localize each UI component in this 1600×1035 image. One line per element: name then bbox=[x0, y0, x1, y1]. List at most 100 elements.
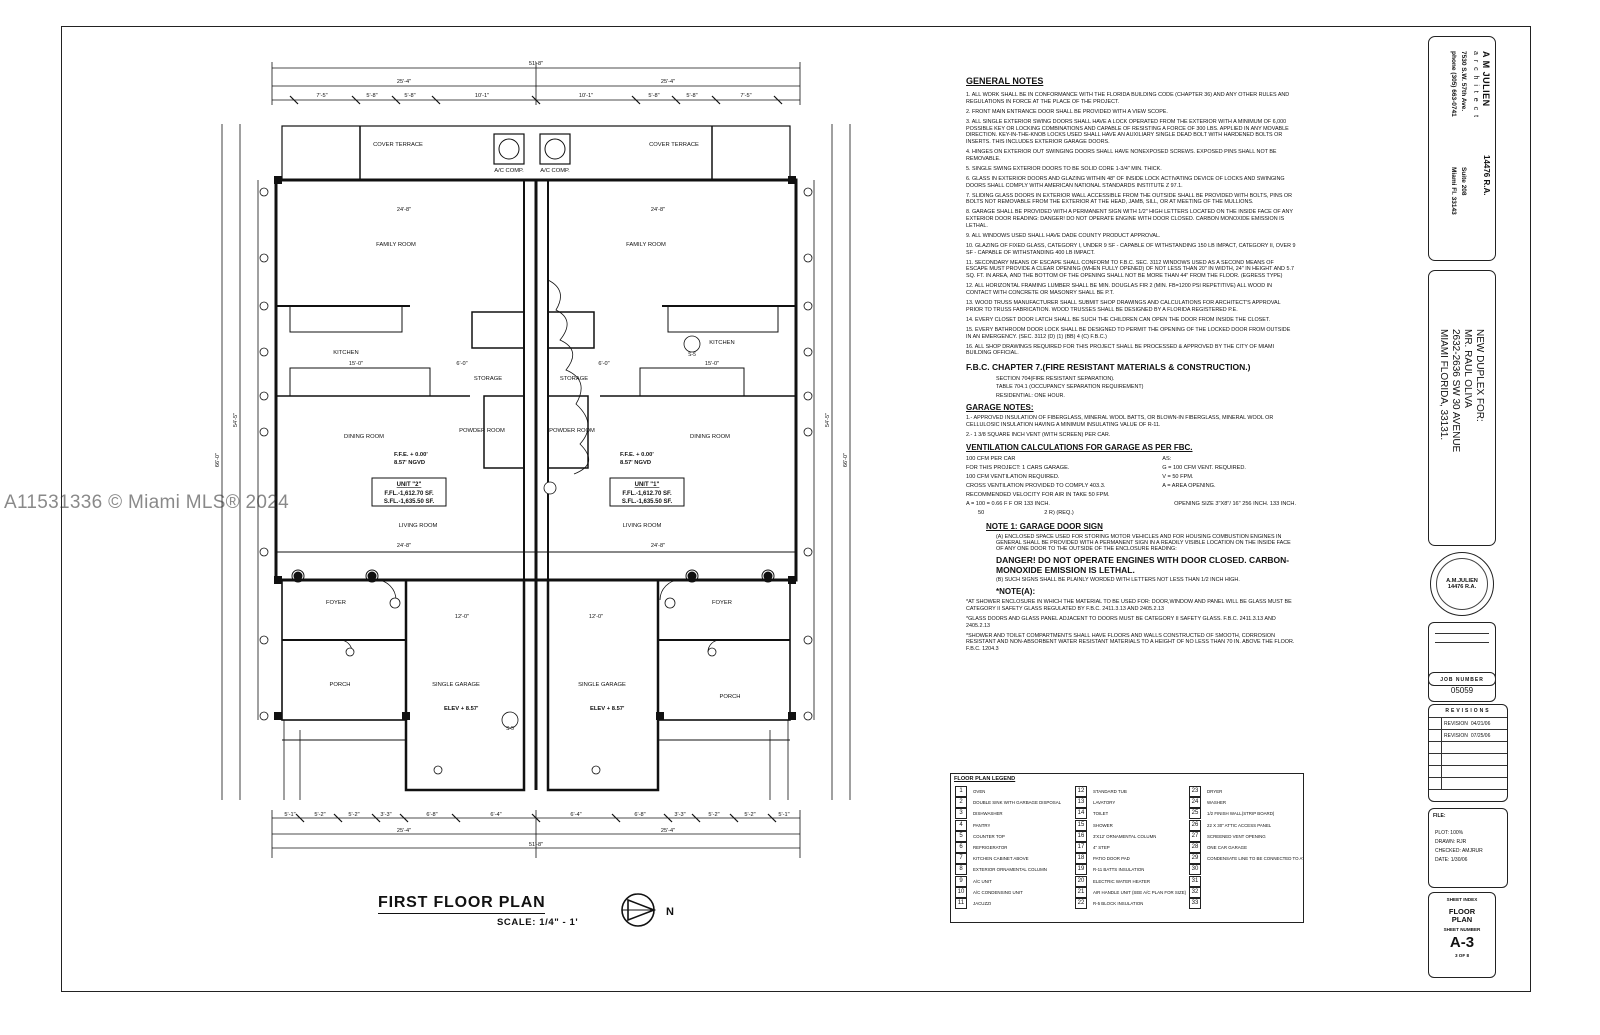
dim-bot-seg: 6'-8" bbox=[426, 812, 437, 818]
room-porch: PORCH bbox=[720, 694, 741, 700]
dim-left-height: 66'-0" bbox=[215, 453, 221, 467]
plan-title: FIRST FLOOR PLAN bbox=[378, 894, 546, 914]
dim-bot-seg: 5'-2" bbox=[314, 812, 325, 818]
legend-item-label: R-5 BLOCK INSULATION bbox=[1093, 900, 1144, 906]
dim-room-width: 24'-8" bbox=[397, 207, 411, 213]
garage-note: 1.- APPROVED INSULATION OF FIBERGLASS, M… bbox=[966, 415, 1274, 428]
dim-top-seg: 5'-8" bbox=[404, 93, 415, 99]
room-powder: POWDER ROOM bbox=[549, 428, 595, 434]
vent-opening: OPENING SIZE 3"x8"/ 16" 256 INCH. 133 IN… bbox=[1174, 500, 1296, 507]
legend-item-number: 28 bbox=[1189, 842, 1201, 854]
unit-2-name: UNIT "2" bbox=[397, 482, 422, 488]
legend-item-number: 14 bbox=[1075, 808, 1087, 820]
legend-item-number: 20 bbox=[1075, 875, 1087, 887]
general-notes: GENERAL NOTES 1. ALL WORK SHALL BE IN CO… bbox=[966, 76, 1296, 656]
fbc-line: TABLE 704.1 (OCCUPANCY SEPARATION REQUIR… bbox=[996, 384, 1144, 391]
project-line: 2632-2636 SW 30 AVENUE bbox=[1450, 329, 1461, 453]
legend-item-label: ONE CAR GARAGE bbox=[1207, 845, 1248, 851]
legend-item-number: 6 bbox=[955, 842, 967, 854]
legend-item-label: SCREENED VENT OPENING bbox=[1207, 833, 1266, 839]
room-garage: SINGLE GARAGE bbox=[578, 682, 626, 688]
fbc-title: F.B.C. CHAPTER 7.(FIRE RESISTANT MATERIA… bbox=[966, 361, 1251, 372]
sheet-number-label: SHEET NUMBER bbox=[1443, 927, 1481, 932]
sheet-index-box: SHEET INDEX FLOOR PLAN SHEET NUMBER A-3 … bbox=[1428, 892, 1496, 978]
project-line: MR. RAUL OLIVA bbox=[1462, 329, 1473, 408]
general-note: 10. GLAZING OF FIXED GLASS, CATEGORY I, … bbox=[966, 243, 1296, 256]
general-note: 13. WOOD TRUSS MANUFACTURER SHALL SUBMIT… bbox=[966, 299, 1281, 313]
vent-formula: A = 100 = 0.66 F F OR 133 INCH. bbox=[966, 500, 1050, 507]
seal-number: 14476 R.A. bbox=[1447, 584, 1477, 590]
dim-kitchen: 15'-0" bbox=[349, 361, 363, 367]
legend-item: 33 bbox=[1189, 897, 1303, 909]
room-dining: DINING ROOM bbox=[690, 434, 730, 440]
date-info: DATE: 1/30/06 bbox=[1435, 857, 1468, 863]
legend-item: 22 R-5 BLOCK INSULATION bbox=[1075, 897, 1189, 909]
firm-sub: a r c h i t e c t bbox=[1472, 51, 1479, 119]
fbc-line: RESIDENTIAL: ONE HOUR. bbox=[996, 392, 1065, 399]
dim-bot-seg: 5'-2" bbox=[744, 812, 755, 818]
floor-plan-drawing: 51'-8" 25'-4" 25'-4" 7'-5" 5'-8" 5'-8" 1… bbox=[215, 61, 851, 858]
note1-text: (A) ENCLOSED SPACE USED FOR STORING MOTO… bbox=[996, 533, 1291, 553]
dim-top-seg: 7'-5" bbox=[316, 93, 327, 99]
legend-item-number: 19 bbox=[1075, 864, 1087, 876]
dim-bot-seg: 5'-2" bbox=[348, 812, 359, 818]
legend-item-label: STANDARD TUB bbox=[1093, 789, 1127, 795]
unit-1-name: UNIT "1" bbox=[635, 482, 660, 488]
legend-item-label: 3'x12' ORNAMENTAL COLUMN bbox=[1093, 833, 1157, 839]
job-number: 05059 bbox=[1450, 686, 1474, 695]
legend-item-label: R-11 BATTS INSULATION bbox=[1093, 867, 1145, 873]
legend-item-number: 22 bbox=[1075, 897, 1087, 909]
firm-name: A M JULIEN bbox=[1481, 51, 1491, 107]
dim-bot-seg: 6'-4" bbox=[490, 812, 501, 818]
notea-title: *NOTE(A): bbox=[996, 587, 1036, 597]
legend-item-label: REFRIGERATOR bbox=[973, 845, 1008, 851]
room-foyer: FOYER bbox=[712, 600, 732, 606]
dim-overall-top: 51'-8" bbox=[529, 61, 543, 67]
general-note: 2. FRONT MAIN ENTRANCE DOOR SHALL BE PRO… bbox=[966, 108, 1168, 115]
dim-top-seg: 10'-1" bbox=[475, 93, 489, 99]
vent-line: A = AREA OPENING. bbox=[1162, 482, 1216, 489]
room-storage: STORAGE bbox=[560, 376, 588, 382]
dim-bot-seg: 3'-3" bbox=[674, 812, 685, 818]
legend-item-number: 8 bbox=[955, 864, 967, 876]
unit-1-fl: F.FL.-1,612.70 SF. bbox=[622, 491, 672, 497]
dim-top-seg: 7'-5" bbox=[740, 93, 751, 99]
legend-item-number: 29 bbox=[1189, 853, 1201, 865]
notea-line: *GLASS DOORS AND GLASS PANEL ADJACENT TO… bbox=[966, 615, 1276, 629]
legend-item-number: 30 bbox=[1189, 864, 1201, 876]
job-number-box: JOB NUMBER 05059 bbox=[1428, 672, 1496, 702]
room-cover-terrace: COVER TERRACE bbox=[373, 142, 423, 148]
legend-item-label: CONDENSATE LINE TO BE CONNECTED TO AT LE… bbox=[1207, 856, 1303, 862]
sheet-number: A-3 bbox=[1449, 934, 1475, 951]
dim-storage: 6'-0" bbox=[598, 361, 609, 367]
dim-top-seg: 5'-8" bbox=[686, 93, 697, 99]
legend-item-number: 10 bbox=[955, 886, 967, 898]
checked-info: CHECKED: AMJRUR bbox=[1435, 848, 1483, 854]
room-storage: STORAGE bbox=[474, 376, 502, 382]
plot-info: PLOT: 100% bbox=[1435, 830, 1464, 836]
room-kitchen: KITCHEN bbox=[333, 350, 358, 356]
section-marker: S-5 bbox=[506, 726, 514, 732]
legend-item: 163'x12' ORNAMENTAL COLUMN bbox=[1075, 830, 1189, 842]
note1-title: NOTE 1: GARAGE DOOR SIGN bbox=[986, 521, 1103, 531]
legend-item: 19 R-11 BATTS INSULATION bbox=[1075, 864, 1189, 876]
vent-line: RECOMMENDED VELOCITY FOR AIR IN TAKE 50 … bbox=[966, 491, 1110, 498]
legend-item-number: 15 bbox=[1075, 819, 1087, 831]
seal-inner: A.M.JULIEN 14476 R.A. bbox=[1436, 558, 1488, 610]
room-living: LIVING ROOM bbox=[399, 523, 438, 529]
dim-top-seg: 5'-8" bbox=[648, 93, 659, 99]
legend-item-label: PATIO DOOR PAD bbox=[1093, 856, 1130, 862]
room-family: FAMILY ROOM bbox=[626, 242, 666, 248]
legend-item-number: 12 bbox=[1075, 786, 1087, 798]
mls-watermark: A11531336 © Miami MLS® 2024 bbox=[4, 492, 290, 513]
